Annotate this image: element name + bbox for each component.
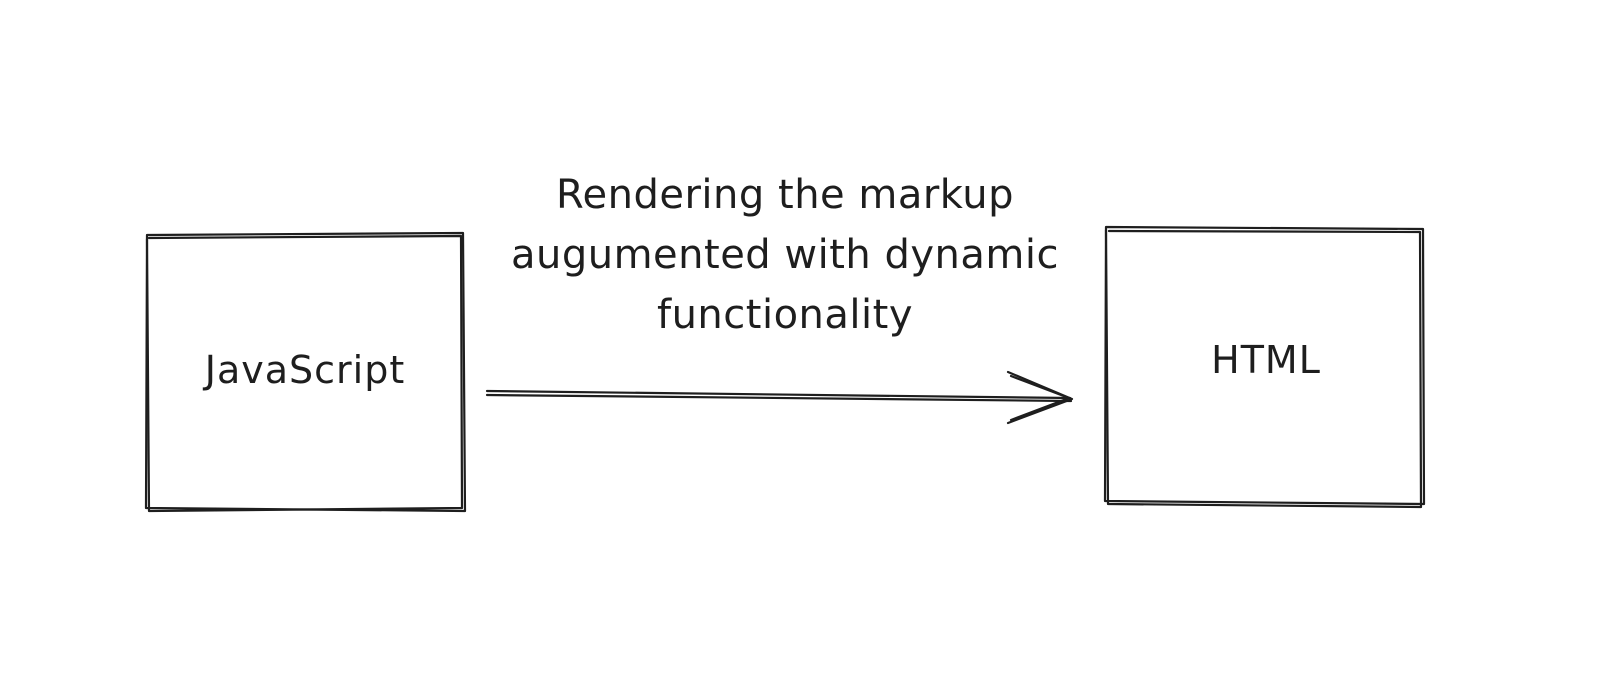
edge-label-line-1: Rendering the markup: [556, 172, 1014, 218]
render-arrow: [485, 370, 1074, 425]
edge-label-line-2: augumented with dynamic: [511, 232, 1059, 278]
html-node[interactable]: HTML: [1103, 225, 1426, 509]
javascript-node-label: JavaScript: [203, 348, 405, 392]
edge-label-line-3: functionality: [657, 292, 913, 338]
html-node-label: HTML: [1211, 338, 1321, 382]
edge-label: Rendering the markup augumented with dyn…: [511, 172, 1059, 338]
javascript-node[interactable]: JavaScript: [144, 231, 467, 513]
